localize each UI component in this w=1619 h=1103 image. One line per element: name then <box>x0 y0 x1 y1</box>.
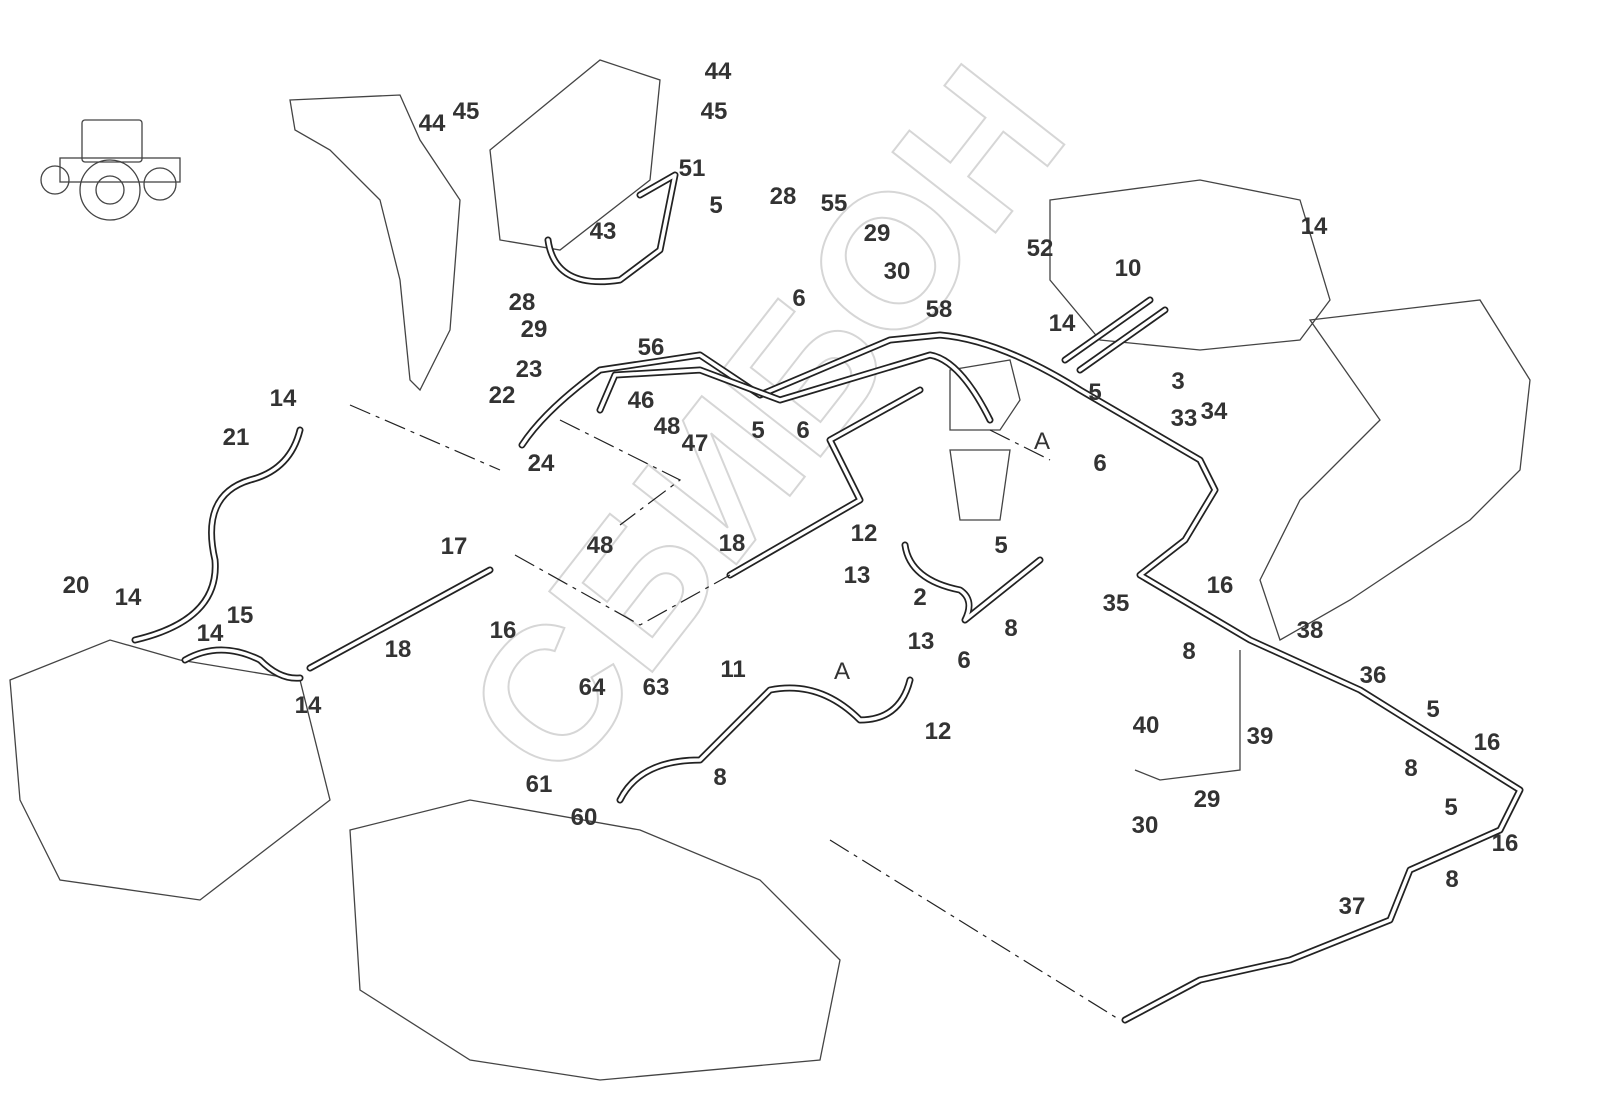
callout-label: 28 <box>770 183 797 210</box>
callout-label: 45 <box>453 98 480 125</box>
callout-label: 30 <box>884 258 911 285</box>
callout-label: 16 <box>490 617 517 644</box>
callout-label: 13 <box>844 562 871 589</box>
callout-label: 16 <box>1492 830 1519 857</box>
callout-label: 12 <box>925 718 952 745</box>
callout-label: 5 <box>1426 696 1439 723</box>
callout-label: 34 <box>1201 398 1228 425</box>
view-marker-label: A <box>834 658 850 685</box>
callout-label: 2 <box>913 584 926 611</box>
callout-label: 48 <box>654 413 681 440</box>
callout-label: 5 <box>709 192 722 219</box>
callout-label: 5 <box>751 417 764 444</box>
callout-label: 36 <box>1360 662 1387 689</box>
callout-label: 5 <box>994 532 1007 559</box>
callout-label: 6 <box>957 647 970 674</box>
callout-label: 6 <box>1093 450 1106 477</box>
callout-label: 14 <box>1049 310 1076 337</box>
callout-label: 43 <box>590 218 617 245</box>
callout-label: 44 <box>705 58 732 85</box>
callout-label: 28 <box>509 289 536 316</box>
callout-label: 17 <box>441 533 468 560</box>
callout-label: 23 <box>516 356 543 383</box>
callout-label: 6 <box>792 285 805 312</box>
callout-label: 8 <box>1182 638 1195 665</box>
callout-label: 39 <box>1247 723 1274 750</box>
callout-label: 29 <box>521 316 548 343</box>
callout-label: 63 <box>643 674 670 701</box>
fuel-tubes <box>131 171 1524 1024</box>
callout-label: 61 <box>526 771 553 798</box>
view-marker-label: A <box>1034 428 1050 455</box>
callout-label: 35 <box>1103 590 1130 617</box>
tractor-icon <box>40 119 181 221</box>
callout-label: 29 <box>1194 786 1221 813</box>
callout-label: 48 <box>587 532 614 559</box>
callout-label: 46 <box>628 387 655 414</box>
callout-label: 64 <box>579 674 606 701</box>
callout-label: 40 <box>1133 712 1160 739</box>
callout-label: 8 <box>1004 615 1017 642</box>
callout-label: 8 <box>1404 755 1417 782</box>
chassis-outlines <box>9 59 1531 1081</box>
callout-label: 22 <box>489 382 516 409</box>
callout-label: 20 <box>63 572 90 599</box>
callout-label: 55 <box>821 190 848 217</box>
callout-label: 11 <box>720 656 745 683</box>
callout-label: 16 <box>1207 572 1234 599</box>
callout-label: 29 <box>864 220 891 247</box>
callout-label: 58 <box>926 296 953 323</box>
callout-label: 45 <box>701 98 728 125</box>
callout-label: 37 <box>1339 893 1366 920</box>
callout-label: 18 <box>719 530 746 557</box>
callout-label: 14 <box>197 620 224 647</box>
callout-label: 10 <box>1115 255 1142 282</box>
callout-label: 47 <box>682 430 709 457</box>
callout-label: 21 <box>223 424 250 451</box>
callout-label: 51 <box>679 155 706 182</box>
callout-label: 30 <box>1132 812 1159 839</box>
callout-label: 38 <box>1297 617 1324 644</box>
callout-label: 14 <box>295 692 322 719</box>
callout-label: 12 <box>851 520 878 547</box>
callout-label: 5 <box>1088 379 1101 406</box>
callout-label: 18 <box>385 636 412 663</box>
callout-label: 3 <box>1171 368 1184 395</box>
callout-label: 15 <box>227 602 254 629</box>
callout-label: 44 <box>419 110 446 137</box>
callout-label: 8 <box>713 764 726 791</box>
callout-label: 6 <box>796 417 809 444</box>
reference-lines <box>349 404 1121 1021</box>
callout-label: 5 <box>1444 794 1457 821</box>
callout-label: 16 <box>1474 729 1501 756</box>
callout-label: 14 <box>115 584 142 611</box>
callout-label: 13 <box>908 628 935 655</box>
callout-label: 33 <box>1171 405 1198 432</box>
callout-labels: 44 45 44 45 51 5 28 55 29 43 30 14 52 10… <box>63 58 1519 920</box>
callout-label: 56 <box>638 334 665 361</box>
callout-label: 14 <box>1301 213 1328 240</box>
callout-label: 24 <box>528 450 555 477</box>
callout-label: 60 <box>571 804 598 831</box>
callout-label: 14 <box>270 385 297 412</box>
callout-label: 52 <box>1027 235 1054 262</box>
callout-label: 8 <box>1445 866 1458 893</box>
